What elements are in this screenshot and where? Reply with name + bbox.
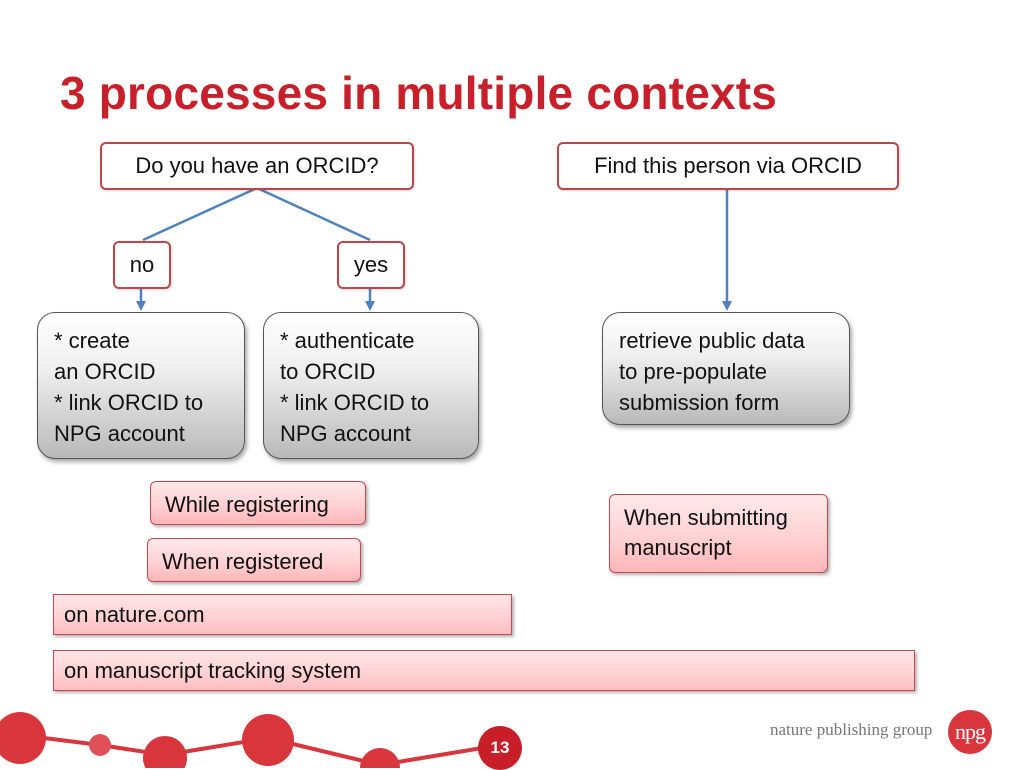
page-number-badge: 13 [478, 726, 522, 770]
slide-title: 3 processes in multiple contexts [60, 67, 778, 119]
no-action-box: * create an ORCID * link ORCID to NPG ac… [37, 312, 245, 459]
tracking-system-bar: on manuscript tracking system [53, 650, 915, 691]
nature-com-bar: on nature.com [53, 594, 512, 635]
connector-question-to-yes [256, 186, 371, 242]
yes-box: yes [337, 241, 405, 289]
molecule-atom [0, 712, 46, 764]
no-box: no [113, 241, 171, 289]
while-registering-box: While registering [150, 481, 366, 525]
when-submitting-box: When submitting manuscript [609, 494, 828, 573]
yes-action-box: * authenticate to ORCID * link ORCID to … [263, 312, 479, 459]
when-registered-box: When registered [147, 538, 361, 582]
molecule-atoms [0, 712, 400, 768]
molecule-atom [89, 734, 111, 756]
molecule-atom [143, 736, 187, 768]
lookup-box: Find this person via ORCID [557, 142, 899, 190]
npg-logo: npg [948, 710, 992, 754]
connector-question-to-no [142, 186, 258, 242]
publisher-name: nature publishing group [770, 720, 933, 739]
molecule-atom [242, 714, 294, 766]
question-box: Do you have an ORCID? [100, 142, 414, 190]
molecule-atom [360, 748, 400, 768]
lookup-action-box: retrieve public data to pre-populate sub… [602, 312, 850, 425]
